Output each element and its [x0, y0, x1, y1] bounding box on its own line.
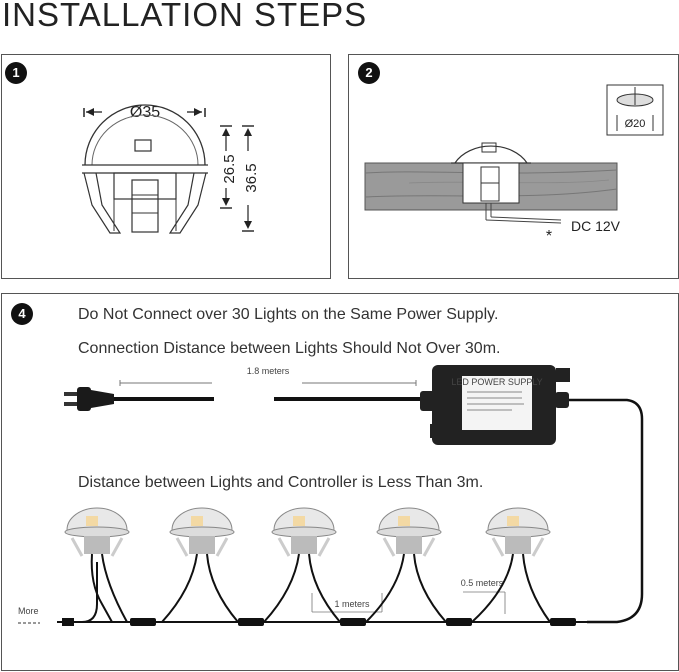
step-2-badge: 2 — [358, 62, 380, 84]
cable-length-label: 1.8 meters — [247, 366, 290, 376]
hole-diameter-label: Ø20 — [625, 118, 646, 130]
deck-light-2 — [161, 507, 239, 623]
controller-distance-note: Distance between Lights and Controller i… — [78, 474, 484, 491]
deck-light-3 — [263, 507, 341, 623]
step-1-panel: 1 Ø35 26.5 — [1, 54, 331, 279]
step-1-drawing: Ø35 26.5 36.5 — [82, 104, 260, 234]
step-4-badge: 4 — [11, 303, 33, 325]
step-4-panel: 4 Do Not Connect over 30 Lights on the S… — [1, 293, 679, 671]
page-title: INSTALLATION STEPS — [2, 0, 368, 33]
step-1-badge: 1 — [5, 62, 27, 84]
step-2-drawing: Ø20 * DC 12V — [364, 84, 664, 245]
diameter-label: Ø35 — [130, 104, 160, 121]
step-4-drawing: 1.8 meters LED POWER SUPPLY 0.5 meters 1… — [18, 365, 644, 626]
max-lights-note: Do Not Connect over 30 Lights on the Sam… — [78, 306, 499, 323]
height-outer-label: 36.5 — [243, 163, 260, 192]
deck-light-4 — [365, 507, 447, 623]
asterisk-mark: * — [546, 228, 552, 245]
power-label: DC 12V — [571, 218, 621, 234]
deck-light-1 — [64, 507, 130, 623]
height-inner-label: 26.5 — [221, 154, 238, 183]
branch-length-label: 0.5 meters — [461, 578, 504, 588]
step-2-panel: 2 Ø20 * DC 12V — [348, 54, 679, 279]
light-spacing-label: 1 meters — [334, 599, 370, 609]
more-label: More — [18, 606, 39, 616]
connection-distance-note: Connection Distance between Lights Shoul… — [78, 340, 501, 357]
deck-light-5 — [471, 507, 551, 623]
power-supply-label: LED POWER SUPPLY — [451, 377, 542, 387]
